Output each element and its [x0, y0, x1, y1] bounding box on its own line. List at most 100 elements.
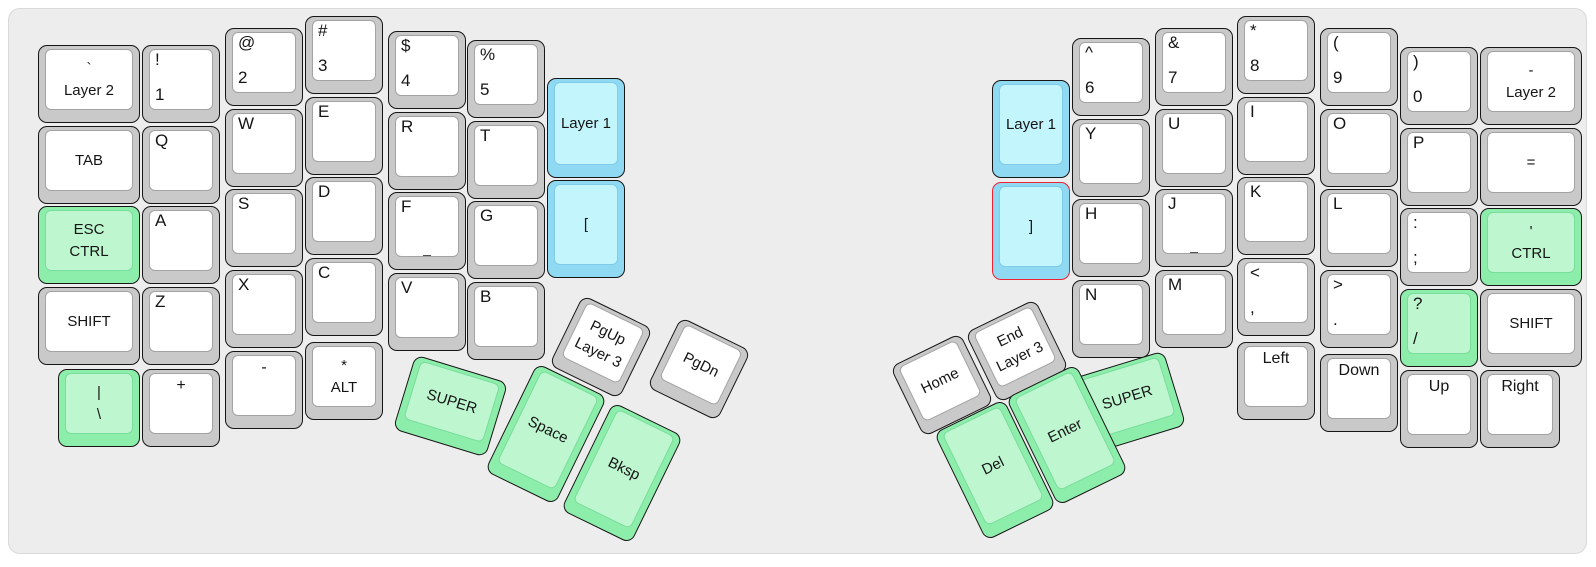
key-0[interactable]: )0 — [1400, 47, 1478, 125]
keycap-top: Z — [149, 291, 213, 352]
key-e[interactable]: E — [305, 97, 383, 175]
key-w[interactable]: W — [225, 109, 303, 187]
key-2[interactable]: @2 — [225, 28, 303, 106]
keycap-label: * — [1250, 21, 1257, 40]
keycap-label: & — [1168, 33, 1180, 52]
keycap-top: ] — [999, 186, 1063, 267]
key-right-arrow[interactable]: Right — [1480, 370, 1560, 448]
keycap-label: Z — [155, 292, 166, 311]
key-8[interactable]: *8 — [1237, 16, 1315, 94]
keycap-top: |\ — [65, 373, 133, 434]
key-g[interactable]: G — [467, 201, 545, 279]
keycap-label: SHIFT — [67, 312, 111, 330]
key-b[interactable]: B — [467, 282, 545, 360]
keycap-label: ALT — [330, 378, 358, 396]
keycap-label: SUPER — [424, 385, 480, 418]
key-a[interactable]: A — [142, 206, 220, 284]
keycap-top: = — [1487, 132, 1575, 193]
key-h[interactable]: H — [1072, 199, 1150, 277]
keycap-label: > — [1333, 275, 1343, 294]
key-r[interactable]: R — [388, 112, 466, 190]
key-m[interactable]: M — [1155, 270, 1233, 348]
key-quote-ctrl[interactable]: 'CTRL — [1480, 208, 1582, 286]
keycap-top: + — [149, 373, 213, 434]
key-shift-right[interactable]: SHIFT — [1480, 289, 1582, 367]
keycap-top: ?/ — [1407, 293, 1471, 354]
keycap-top: Layer 1 — [999, 84, 1063, 165]
key-q[interactable]: Q — [142, 126, 220, 204]
key-5[interactable]: %5 — [467, 40, 545, 118]
keycap-label: < — [1250, 263, 1260, 282]
keycap-top: SHIFT — [1487, 293, 1575, 354]
keycap-top: P — [1407, 132, 1471, 193]
keycap-label: H — [1085, 204, 1098, 223]
key-pipe-backslash[interactable]: |\ — [58, 369, 140, 447]
key-z[interactable]: Z — [142, 287, 220, 365]
key-9[interactable]: (9 — [1320, 28, 1398, 106]
key-f[interactable]: F_ — [388, 192, 466, 270]
key-s[interactable]: S — [225, 189, 303, 267]
keycap-label: G — [480, 206, 494, 225]
key-v[interactable]: V — [388, 273, 466, 351]
keycap-top: O — [1327, 113, 1391, 174]
key-t[interactable]: T — [467, 121, 545, 199]
key-l[interactable]: L — [1320, 189, 1398, 267]
key-3[interactable]: #3 — [305, 16, 383, 94]
keycap-top: -Layer 2 — [1487, 51, 1575, 112]
key-plus[interactable]: + — [142, 369, 220, 447]
key-minus-left[interactable]: - — [225, 351, 303, 429]
key-y[interactable]: Y — [1072, 119, 1150, 197]
keycap-label: 2 — [238, 68, 248, 87]
key-grave-layer2[interactable]: `Layer 2 — [38, 45, 140, 123]
key-tab[interactable]: TAB — [38, 126, 140, 204]
keycap-label: Bksp — [605, 453, 643, 484]
key-layer1-right[interactable]: Layer 1 — [992, 80, 1070, 178]
key-n[interactable]: N — [1072, 280, 1150, 358]
keycap-top: F_ — [395, 196, 459, 257]
key-u[interactable]: U — [1155, 109, 1233, 187]
keycap-label: 7 — [1168, 68, 1178, 87]
key-x[interactable]: X — [225, 270, 303, 348]
key-equals[interactable]: = — [1480, 128, 1582, 206]
key-k[interactable]: K — [1237, 177, 1315, 255]
key-c[interactable]: C — [305, 258, 383, 336]
key-j[interactable]: J_ — [1155, 189, 1233, 267]
keycap-label: Layer 2 — [1505, 83, 1557, 101]
keycap-label: 6 — [1085, 78, 1095, 97]
key-comma[interactable]: <, — [1237, 258, 1315, 336]
key-left-arrow[interactable]: Left — [1237, 342, 1315, 420]
key-up-arrow[interactable]: Up — [1400, 370, 1478, 448]
key-6[interactable]: ^6 — [1072, 38, 1150, 116]
keycap-label: $ — [401, 36, 411, 55]
keycap-top: B — [474, 286, 538, 347]
key-rbracket[interactable]: ] — [992, 182, 1070, 280]
keycap-top: SHIFT — [45, 291, 133, 352]
key-down-arrow[interactable]: Down — [1320, 354, 1398, 432]
keycap-top: `Layer 2 — [45, 49, 133, 110]
keycap-label: : — [1413, 213, 1418, 232]
key-lbracket[interactable]: [ — [547, 180, 625, 278]
keycap-top: R — [395, 116, 459, 177]
key-p[interactable]: P — [1400, 128, 1478, 206]
key-shift-left[interactable]: SHIFT — [38, 287, 140, 365]
keycap-top: Down — [1327, 358, 1391, 419]
key-period[interactable]: >. — [1320, 270, 1398, 348]
key-layer1-left[interactable]: Layer 1 — [547, 78, 625, 178]
keycap-label: ; — [1413, 248, 1418, 267]
keycap-label: 5 — [480, 80, 490, 99]
key-question-slash[interactable]: ?/ — [1400, 289, 1478, 367]
key-7[interactable]: &7 — [1155, 28, 1233, 106]
key-semicolon[interactable]: :; — [1400, 208, 1478, 286]
keycap-label: L — [1333, 194, 1343, 213]
keycap-top: (9 — [1327, 32, 1391, 93]
key-4[interactable]: $4 — [388, 31, 466, 109]
key-minus-layer2[interactable]: -Layer 2 — [1480, 47, 1582, 125]
key-d[interactable]: D — [305, 177, 383, 255]
key-star-alt[interactable]: *ALT — [305, 342, 383, 420]
key-o[interactable]: O — [1320, 109, 1398, 187]
keycap-label: Q — [155, 131, 169, 150]
key-1[interactable]: !1 — [142, 45, 220, 123]
key-i[interactable]: I — [1237, 97, 1315, 175]
